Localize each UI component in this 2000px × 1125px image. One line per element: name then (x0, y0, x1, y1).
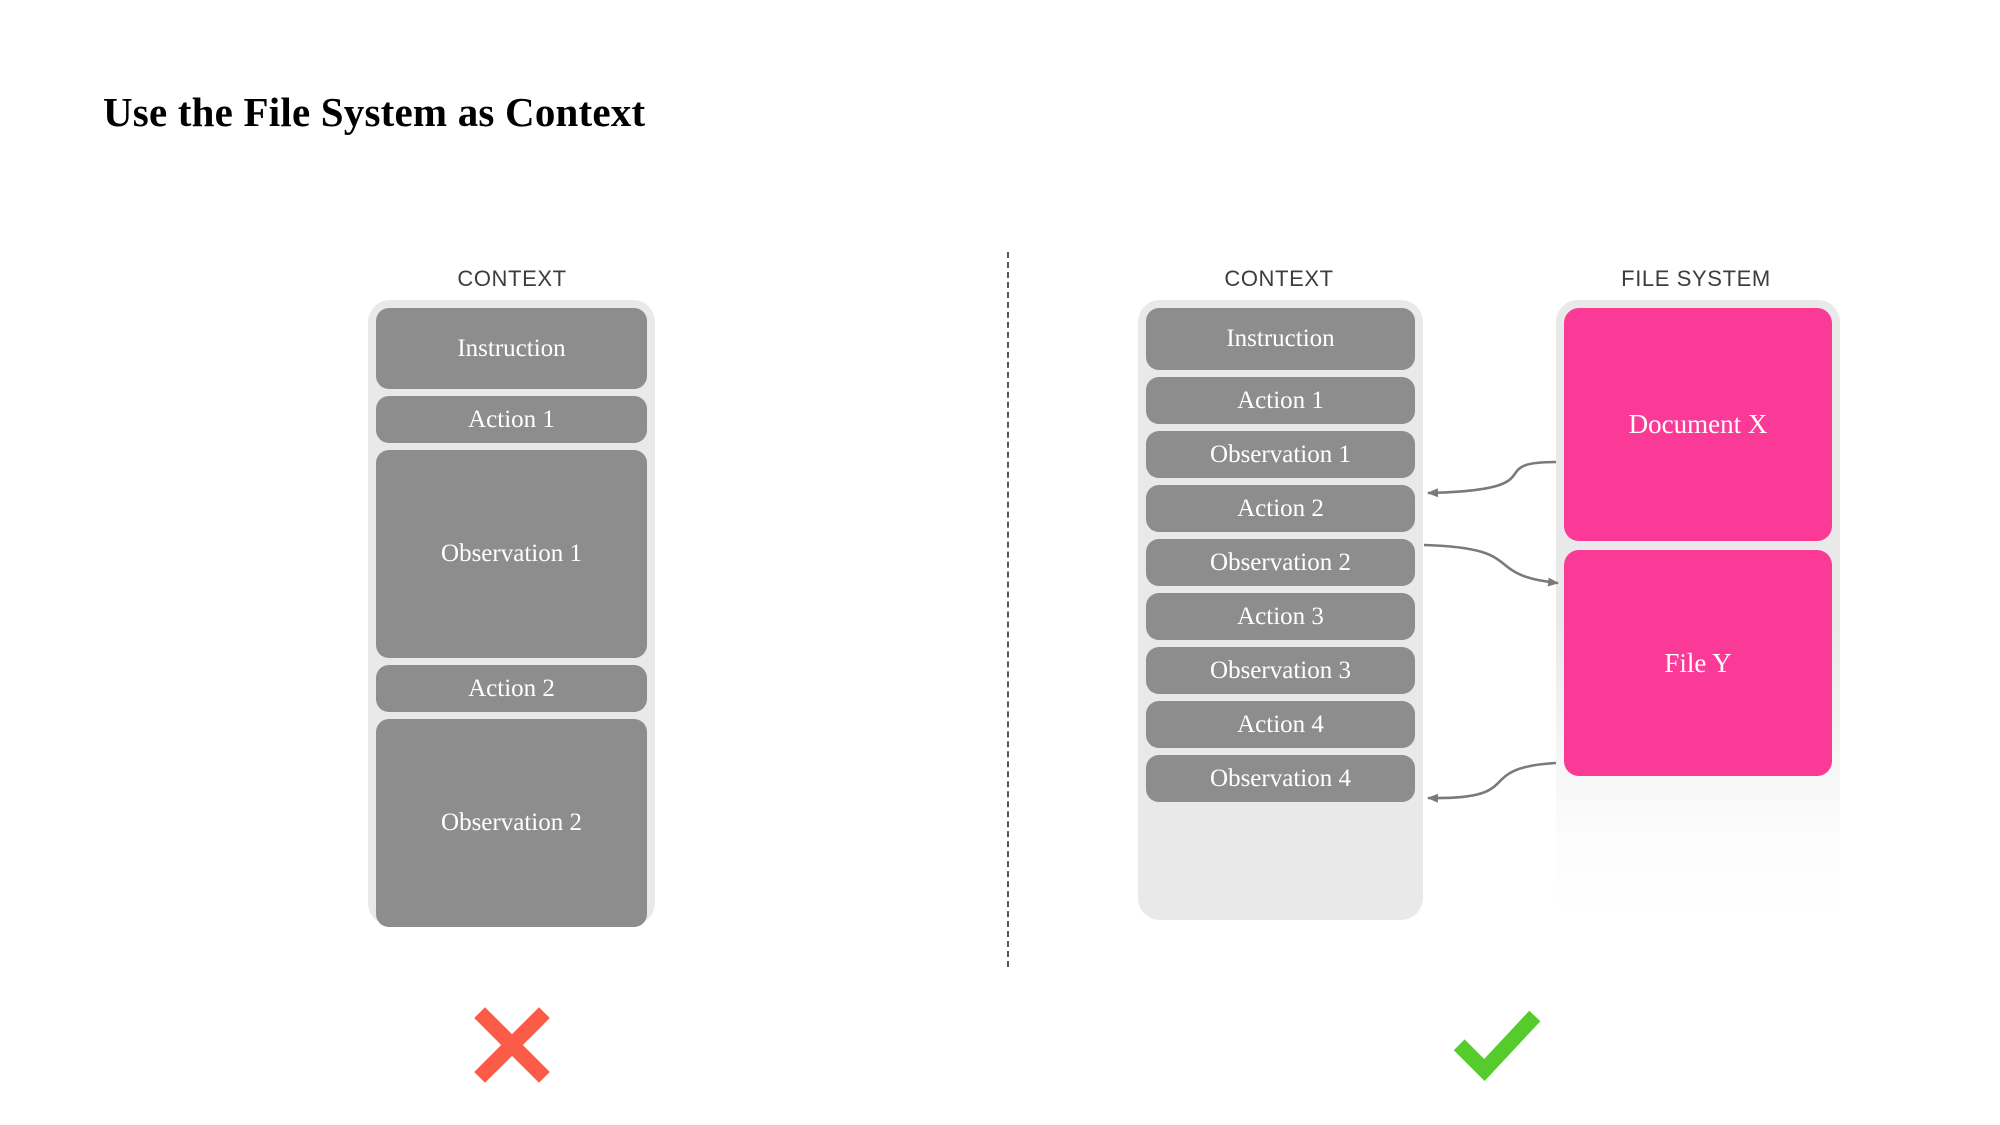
fs-context-block-action-2: Action 2 (1146, 485, 1415, 532)
fs-context-block-action-1: Action 1 (1146, 377, 1415, 424)
arrow-file-y-to-action-4 (1427, 761, 1557, 803)
page-title: Use the File System as Context (103, 89, 646, 135)
fs-context-block-observation-4: Observation 4 (1146, 755, 1415, 802)
fs-context-block-observation-1: Observation 1 (1146, 431, 1415, 478)
right-context-stack: Instruction Action 1 Observation 1 Actio… (1138, 300, 1423, 920)
fs-context-block-instruction: Instruction (1146, 308, 1415, 370)
context-block-action-1: Action 1 (376, 396, 647, 443)
panel-divider (1007, 252, 1009, 967)
right-context-label: CONTEXT (1224, 266, 1334, 291)
left-context-label: CONTEXT (457, 266, 567, 291)
context-block-observation-1: Observation 1 (376, 450, 647, 658)
fs-context-block-observation-3: Observation 3 (1146, 647, 1415, 694)
file-system-stack: Document X File Y (1556, 300, 1840, 920)
fs-context-block-action-3: Action 3 (1146, 593, 1415, 640)
context-block-action-2: Action 2 (376, 665, 647, 712)
green-check-mark (1453, 1010, 1541, 1082)
context-block-observation-2: Observation 2 (376, 719, 647, 927)
arrow-action-2-to-file-y (1423, 543, 1559, 587)
fs-context-block-action-4: Action 4 (1146, 701, 1415, 748)
file-block-file-y: File Y (1564, 550, 1832, 776)
file-system-label: FILE SYSTEM (1621, 266, 1771, 291)
left-context-stack: Instruction Action 1 Observation 1 Actio… (368, 300, 655, 927)
arrow-document-x-to-observation-1 (1427, 460, 1557, 498)
context-block-instruction: Instruction (376, 308, 647, 389)
fs-context-block-observation-2: Observation 2 (1146, 539, 1415, 586)
file-block-document-x: Document X (1564, 308, 1832, 541)
red-cross-mark (474, 1007, 550, 1083)
